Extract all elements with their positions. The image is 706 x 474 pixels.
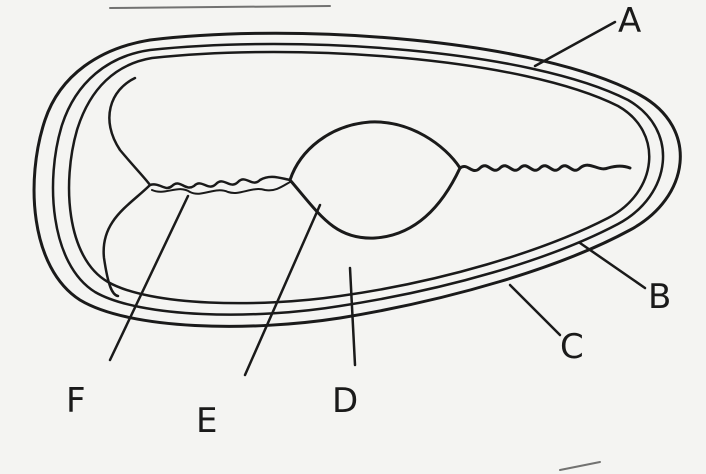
label-c: C	[560, 327, 584, 367]
label-f: F	[66, 381, 86, 421]
label-b: B	[648, 277, 671, 317]
label-e: E	[196, 401, 217, 441]
label-a: A	[618, 1, 641, 41]
label-d: D	[332, 381, 358, 421]
